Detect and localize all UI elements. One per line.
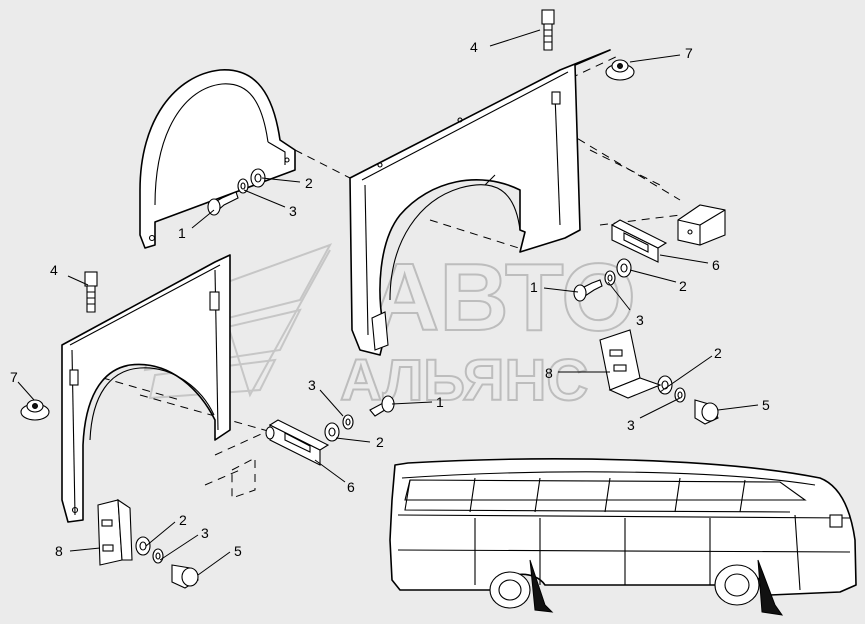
callout-1-upper-right: 1: [530, 279, 538, 295]
leader-lines: [17, 29, 759, 576]
stud-lower: [84, 271, 98, 313]
callout-1-lower-center: 1: [436, 394, 444, 410]
callout-2-upper-right: 2: [679, 278, 687, 294]
callout-5-right: 5: [762, 397, 770, 413]
mount-block-lower: [231, 457, 256, 499]
callout-8-lower-left: 8: [55, 543, 63, 559]
slotted-plate-lower: [265, 419, 330, 466]
bolt-upper-right: [573, 279, 603, 302]
grommet-lower: [20, 399, 50, 421]
nut-right: [694, 399, 719, 425]
watermark-logo: АВТО АЛЬЯНС: [138, 243, 637, 414]
callout-1-upper-left: 1: [178, 225, 186, 241]
callout-3-right-bracket: 3: [627, 417, 635, 433]
callout-3-lower-left: 3: [201, 525, 209, 541]
callout-4-upper: 4: [470, 39, 478, 55]
angle-bracket-right: [599, 329, 662, 399]
mount-block-upper: [677, 204, 726, 246]
callout-7-upper: 7: [685, 45, 693, 61]
callout-3-upper-left: 3: [289, 203, 297, 219]
callout-labels: 4 7 2 3 1 6 2 1 3 2 8 3 5 4 7 3 1 2 6 2 …: [10, 39, 770, 559]
callout-5-lower-left: 5: [234, 543, 242, 559]
fender-frame-upper: [349, 49, 611, 356]
stud-upper: [541, 9, 555, 51]
callout-8-right: 8: [545, 365, 553, 381]
watermark-line1: АВТО: [370, 244, 636, 351]
callout-7-lower: 7: [10, 369, 18, 385]
callout-3-upper-right: 3: [636, 312, 644, 328]
callout-2-lower-center: 2: [376, 434, 384, 450]
callout-3-lower-center: 3: [308, 377, 316, 393]
bolt-upper-left: [207, 191, 239, 216]
callout-2-lower-left: 2: [179, 512, 187, 528]
callout-2-upper-left: 2: [305, 175, 313, 191]
slotted-plate-upper: [610, 219, 668, 263]
bus-illustration: [389, 458, 857, 616]
arch-bracket-upper-left: [139, 69, 296, 249]
callout-4-lower: 4: [50, 262, 58, 278]
angle-bracket-left: [97, 498, 133, 566]
callout-2-right-bracket: 2: [714, 345, 722, 361]
watermark-line2: АЛЬЯНС: [340, 348, 588, 413]
nut-left: [171, 564, 199, 589]
grommet-upper: [605, 59, 635, 81]
callout-6-lower: 6: [347, 479, 355, 495]
fender-frame-lower: [61, 254, 231, 523]
callout-6-upper-right: 6: [712, 257, 720, 273]
washers: [135, 168, 686, 564]
